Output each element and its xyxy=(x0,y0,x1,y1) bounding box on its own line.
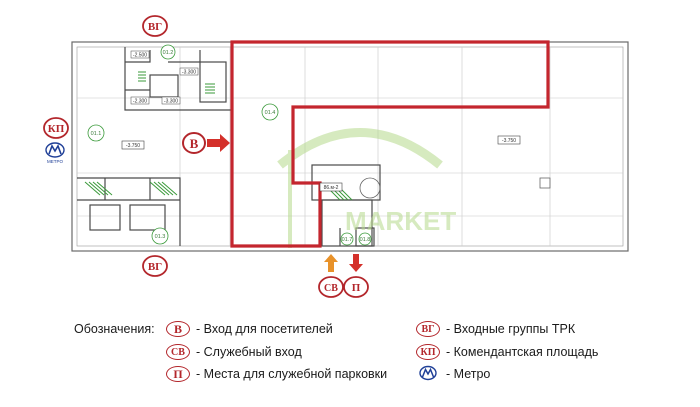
legend-title: Обозначения: xyxy=(74,322,155,336)
watermark-text: MARKET xyxy=(345,206,456,236)
room-code-tl: 01.2 xyxy=(163,50,174,56)
entrance-b-marker xyxy=(182,132,206,154)
legend-badge-sv: СВ xyxy=(166,344,190,360)
room-code-small-b: 01.8 xyxy=(360,237,371,243)
legend-text-parking: - Места для служебной парковки xyxy=(196,367,388,381)
entrance-arrow xyxy=(207,134,230,152)
stair-top-left xyxy=(138,71,215,94)
service-sv-label: СВ xyxy=(324,283,338,294)
room-code-left-bottom: 01.3 xyxy=(155,234,166,240)
service-arrow xyxy=(324,254,338,272)
elevation-tl-b: -3.300 xyxy=(182,70,196,76)
legend-badge-p: П xyxy=(166,366,190,382)
elevation-left: -3.750 xyxy=(126,143,140,149)
legend-text-visitors: - Вход для посетителей xyxy=(196,322,333,336)
parking-p-marker xyxy=(343,276,369,298)
parking-arrow xyxy=(349,254,363,272)
entrance-b-label: В xyxy=(190,136,199,151)
legend-item-visitors: В - Вход для посетителей xyxy=(166,319,333,339)
elevation-tl-c: -2.300 xyxy=(133,99,147,105)
service-sv-marker xyxy=(318,276,344,298)
room-code-small-a: 01.7 xyxy=(342,237,353,243)
legend-text-service: - Служебный вход xyxy=(196,345,302,359)
legend-item-parking: П - Места для служебной парковки xyxy=(166,364,387,384)
legend-item-service: СВ - Служебный вход xyxy=(166,342,302,362)
stair-bottom-left xyxy=(84,181,178,196)
watermark-logo: MARKET xyxy=(277,128,456,248)
kp-label: КП xyxy=(48,123,65,135)
vg-bottom-label: ВГ xyxy=(148,261,162,273)
parking-p-label: П xyxy=(352,282,361,294)
kp-marker xyxy=(43,117,69,139)
legend-text-entry-groups: - Входные группы ТРК xyxy=(446,322,576,336)
rooms-top-left xyxy=(124,47,232,111)
metro-icon xyxy=(45,142,65,158)
legend-badge-kp: КП xyxy=(416,344,440,360)
legend-metro-icon xyxy=(419,365,437,381)
highlight-zone xyxy=(230,40,550,248)
vg-bottom-marker xyxy=(142,255,168,277)
legend-badge-vg: ВГ xyxy=(416,321,440,337)
room-code-center: 01.4 xyxy=(265,110,276,116)
elevation-stair: 86.м-2 xyxy=(324,185,339,191)
legend-badge-b: В xyxy=(166,321,190,337)
metro-caption: МЕТРО xyxy=(47,159,63,164)
vg-top-label: ВГ xyxy=(148,21,162,33)
elevation-tl-a: -2.500 xyxy=(133,53,147,59)
vg-top-marker xyxy=(142,15,168,37)
room-code-left: 01.1 xyxy=(91,131,102,137)
legend-item-square: КП - Комендантская площадь xyxy=(416,342,598,362)
legend-text-square: - Комендантская площадь xyxy=(446,345,599,359)
elevation-right: -3.750 xyxy=(502,138,516,144)
rooms-bottom-left xyxy=(77,177,181,246)
legend-text-metro: - Метро xyxy=(446,367,491,381)
legend-item-metro: - Метро xyxy=(416,364,490,384)
elevation-tl-d: -3.300 xyxy=(164,99,178,105)
legend-item-entry-groups: ВГ - Входные группы ТРК xyxy=(416,319,575,339)
